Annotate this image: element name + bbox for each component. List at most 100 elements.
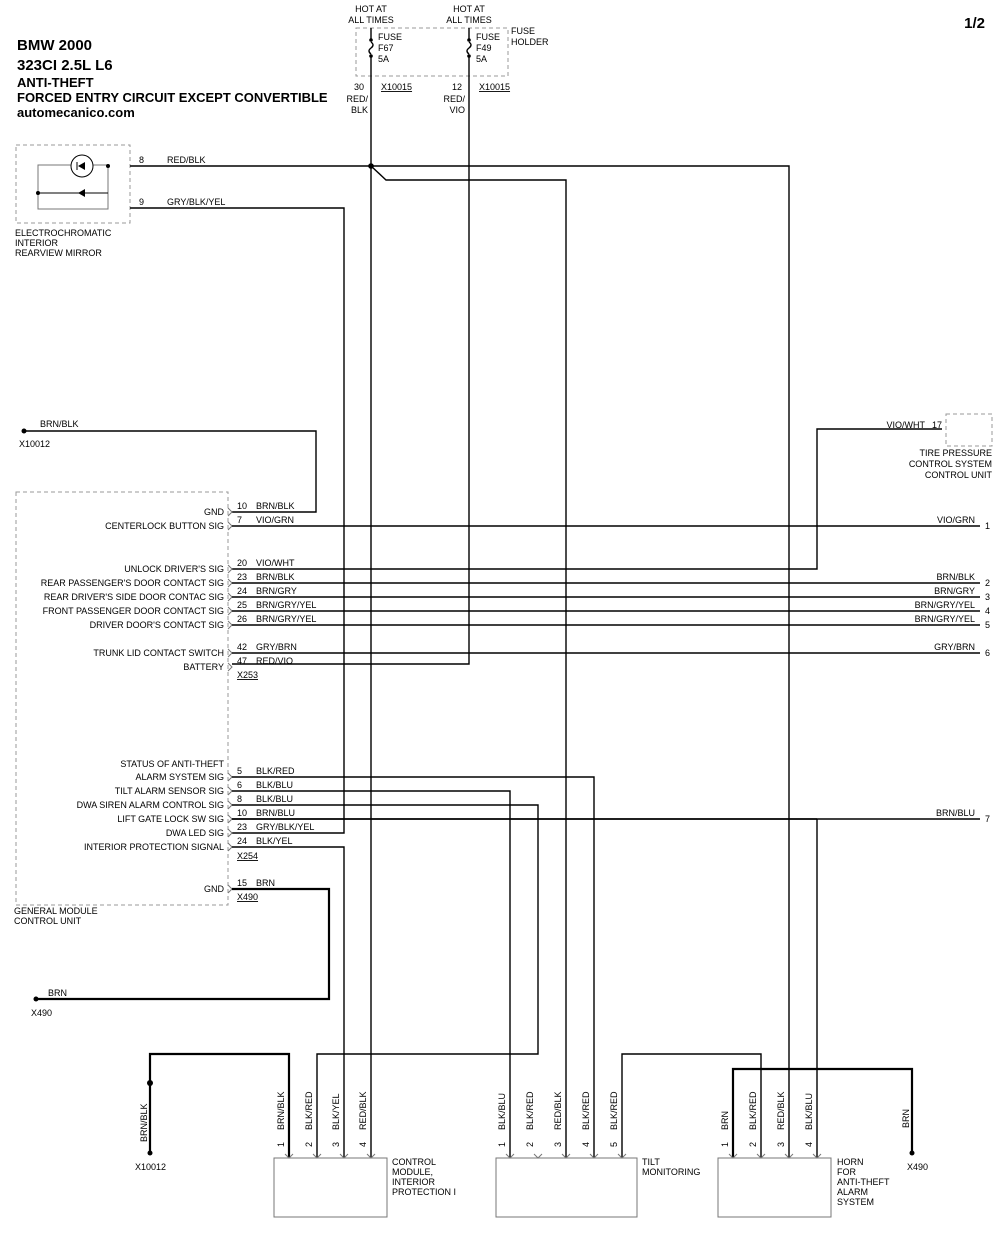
gm-wire-color: BRN/BLK bbox=[256, 501, 295, 511]
bottom-x490-wire: BRN bbox=[901, 1109, 911, 1128]
gm-signal-name: INTERIOR PROTECTION SIGNAL bbox=[84, 842, 224, 852]
gm-wire-color: BRN/BLU bbox=[256, 808, 295, 818]
gm-pin-number: 23 bbox=[237, 822, 247, 832]
ground-x490-bottom: BRN X490 bbox=[901, 1109, 928, 1172]
gm-wire-color: BLK/BLU bbox=[256, 780, 293, 790]
gm-pin-number: 6 bbox=[237, 780, 242, 790]
upper-wires bbox=[130, 76, 790, 1158]
ground-x490-label: X490 bbox=[31, 1008, 52, 1018]
module-pin-wire: BLK/RED bbox=[609, 1091, 619, 1130]
gm-wire-color: VIO/GRN bbox=[256, 515, 294, 525]
gm-wire-color: GRY/BLK/YEL bbox=[256, 822, 314, 832]
gm-signal-name: LIFT GATE LOCK SW SIG bbox=[117, 814, 224, 824]
module-pin-number: 5 bbox=[609, 1142, 619, 1147]
module-pin-number: 1 bbox=[497, 1142, 507, 1147]
module-pin-number: 3 bbox=[331, 1142, 341, 1147]
gm-out-wire: GRY/BRN bbox=[934, 642, 975, 652]
gm-wire-color: GRY/BRN bbox=[256, 642, 297, 652]
module-pin-number: 4 bbox=[804, 1142, 814, 1147]
module-pin-wire: BLK/YEL bbox=[331, 1093, 341, 1130]
gm-out-wire: BRN/GRY bbox=[934, 586, 975, 596]
gm-signal-name: DWA LED SIG bbox=[166, 828, 224, 838]
gm-out-wire: BRN/BLU bbox=[936, 808, 975, 818]
module-pin-number: 4 bbox=[581, 1142, 591, 1147]
gm-signal-name: UNLOCK DRIVER'S SIG bbox=[124, 564, 224, 574]
module-pin-wire: RED/BLK bbox=[553, 1091, 563, 1130]
gm-pin-number: 5 bbox=[237, 766, 242, 776]
ground-x490-left: BRN X490 bbox=[31, 988, 67, 1018]
ground-x10012-bottom: BRN/BLK X10012 bbox=[135, 1080, 166, 1172]
fuse-pin-1: 30 bbox=[354, 82, 364, 92]
module-pin-number: 3 bbox=[553, 1142, 563, 1147]
module-pin-number: 2 bbox=[748, 1142, 758, 1147]
fuse-wire-2: RED/VIO bbox=[443, 94, 465, 115]
mirror-wire-8: RED/BLK bbox=[167, 155, 206, 165]
gm-out-wire: VIO/GRN bbox=[937, 515, 975, 525]
fuse-rating-1: 5A bbox=[378, 54, 389, 64]
ground-x10012-label: X10012 bbox=[19, 439, 50, 449]
module-pin-number: 2 bbox=[304, 1142, 314, 1147]
module-pin-wire: BLK/RED bbox=[525, 1091, 535, 1130]
title-line-2: 323CI 2.5L L6 bbox=[17, 57, 113, 74]
module-pin-number: 3 bbox=[776, 1142, 786, 1147]
gm-wire-color: BRN/GRY/YEL bbox=[256, 600, 316, 610]
bottom-x10012-label: X10012 bbox=[135, 1162, 166, 1172]
gm-pin-number: 7 bbox=[237, 515, 242, 525]
module-pin-number: 4 bbox=[358, 1142, 368, 1147]
gm-signal-name: DWA SIREN ALARM CONTROL SIG bbox=[77, 800, 224, 810]
tpc-pin: 17 bbox=[932, 420, 942, 430]
gm-pin-row: DWA LED SIG 23 GRY/BLK/YEL bbox=[166, 822, 315, 838]
bottom-x10012-wire: BRN/BLK bbox=[139, 1103, 149, 1142]
fuse-name-2: FUSE bbox=[476, 32, 500, 42]
gm-pin-number: 15 bbox=[237, 878, 247, 888]
module-pin-wire: BRN/BLK bbox=[276, 1091, 286, 1130]
gm-signal-name: TILT ALARM SENSOR SIG bbox=[115, 786, 224, 796]
fuse-rating-2: 5A bbox=[476, 54, 487, 64]
gm-out-number: 5 bbox=[985, 620, 990, 630]
module-pin-wire: BLK/RED bbox=[581, 1091, 591, 1130]
gm-pin-number: 10 bbox=[237, 808, 247, 818]
gm-out-wire: BRN/GRY/YEL bbox=[915, 614, 975, 624]
module-pin: 3 BLK/YEL bbox=[331, 1093, 349, 1159]
gm-out-number: 6 bbox=[985, 648, 990, 658]
gm-pin-number: 23 bbox=[237, 572, 247, 582]
title-line-1: BMW 2000 bbox=[17, 37, 92, 54]
connector-x253: X253 bbox=[237, 670, 258, 680]
module-pin-wire: BRN bbox=[720, 1111, 730, 1130]
module-pin: 5 BLK/RED bbox=[609, 1091, 627, 1159]
title-line-4: FORCED ENTRY CIRCUIT EXCEPT CONVERTIBLE bbox=[17, 90, 328, 105]
gm-signal-name-2: ALARM SYSTEM SIG bbox=[135, 772, 224, 782]
gm-out-wire: BRN/BLK bbox=[936, 572, 975, 582]
fuse-name-1: FUSE bbox=[378, 32, 402, 42]
gm-signal-name: STATUS OF ANTI-THEFT bbox=[120, 759, 224, 769]
connector-x490: X490 bbox=[237, 892, 258, 902]
module-pin-number: 1 bbox=[276, 1142, 286, 1147]
mirror-wire-9: GRY/BLK/YEL bbox=[167, 197, 225, 207]
